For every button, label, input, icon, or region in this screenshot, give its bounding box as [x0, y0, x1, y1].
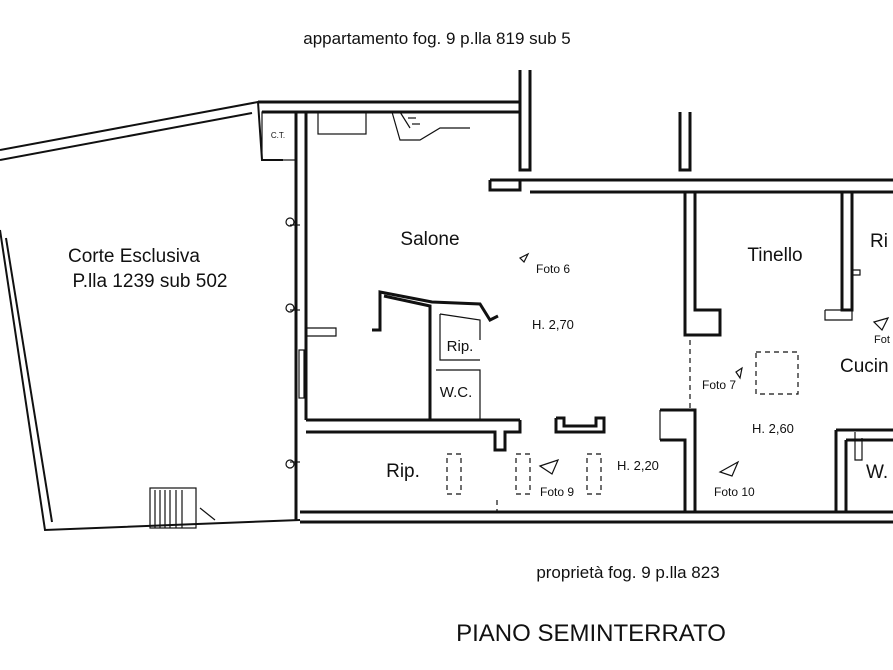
rip-bottom-label: Rip. — [386, 461, 420, 482]
rip-small-label: Rip. — [447, 338, 474, 355]
foto9-label: Foto 9 — [540, 485, 574, 499]
cucina-label: Cucin — [840, 356, 889, 377]
dashed-elements — [446, 351, 799, 512]
photo-markers — [518, 252, 890, 477]
foto-right-label: Fot — [874, 334, 890, 346]
wc-right-label: W. — [866, 462, 888, 483]
rip-height: H. 2,20 — [617, 458, 659, 473]
left-windows — [285, 217, 305, 469]
ct-label: C.T. — [271, 131, 285, 140]
foto6-label: Foto 6 — [536, 262, 570, 276]
salone-label: Salone — [400, 229, 459, 250]
courtyard-label: Corte Esclusiva — [68, 246, 200, 267]
staircase-courtyard — [149, 487, 216, 529]
tinello-label: Tinello — [747, 245, 802, 266]
cucina-height: H. 2,60 — [752, 421, 794, 436]
neighbor-bottom-label: proprietà fog. 9 p.lla 823 — [536, 563, 719, 582]
foto7-label: Foto 7 — [702, 378, 736, 392]
ct-closet — [261, 111, 297, 161]
wc-label: W.C. — [440, 384, 473, 401]
neighbor-top-label: appartamento fog. 9 p.lla 819 sub 5 — [303, 29, 570, 48]
rip-right-label: Ri — [870, 231, 888, 252]
courtyard-parcel-label: P.lla 1239 sub 502 — [73, 271, 228, 292]
foto10-label: Foto 10 — [714, 485, 755, 499]
interior-partitions — [306, 290, 606, 434]
courtyard-outline — [0, 100, 301, 532]
salone-height: H. 2,70 — [532, 317, 574, 332]
floor-title: PIANO SEMINTERRATO — [456, 620, 726, 647]
staircase-top — [317, 111, 470, 141]
building-walls — [258, 70, 893, 524]
